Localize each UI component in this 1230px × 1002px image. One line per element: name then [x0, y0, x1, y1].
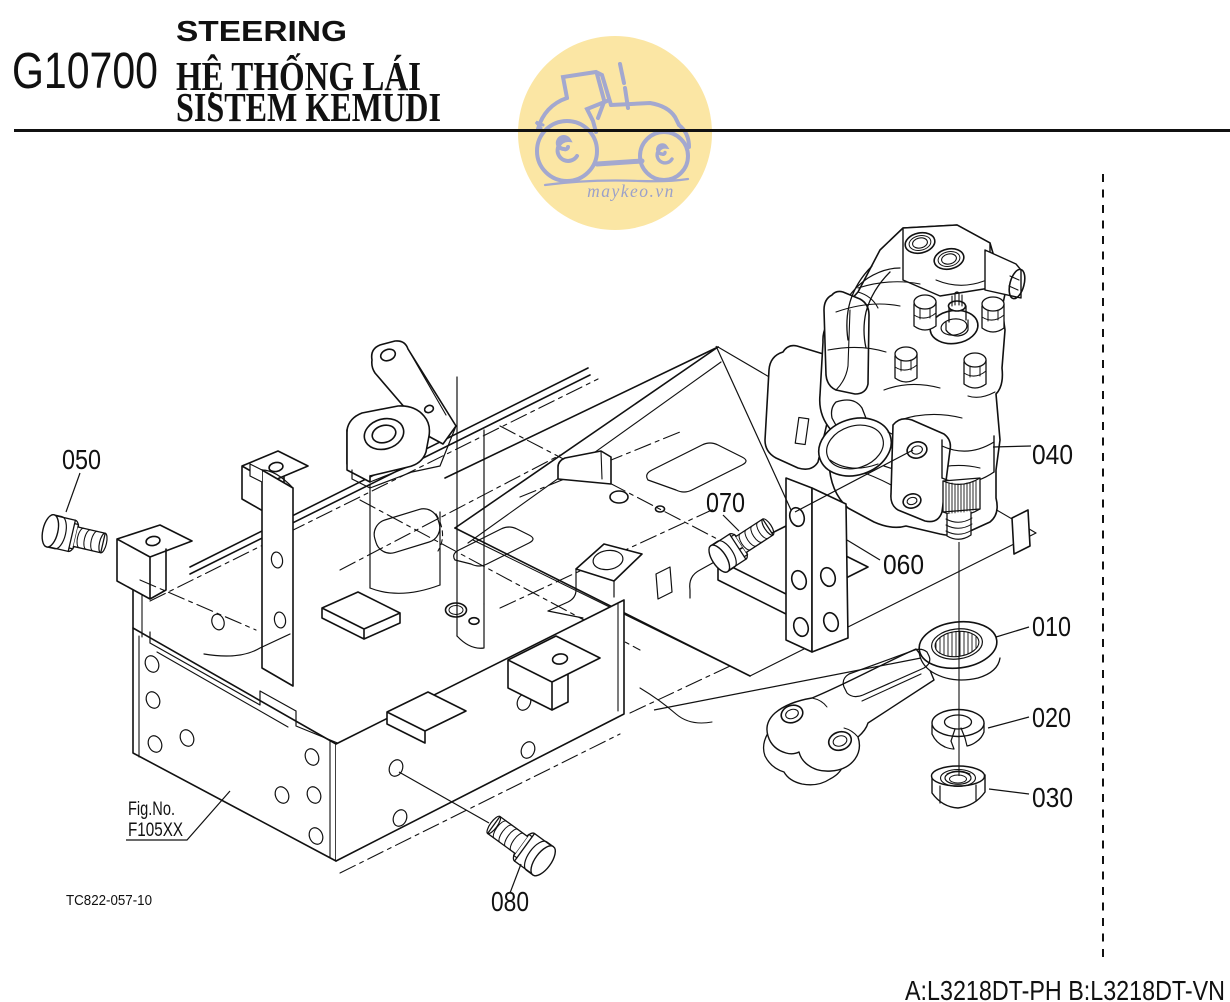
svg-text:G10700: G10700 — [12, 42, 158, 99]
svg-text:050: 050 — [62, 444, 101, 475]
svg-text:040: 040 — [1032, 439, 1073, 470]
svg-text:SISTEM KEMUDI: SISTEM KEMUDI — [176, 84, 441, 130]
svg-text:STEERING: STEERING — [176, 16, 347, 48]
svg-text:F105XX: F105XX — [128, 820, 183, 841]
svg-text:TC822-057-10: TC822-057-10 — [66, 893, 152, 909]
svg-text:A:L3218DT-PH B:L3218DT-VN: A:L3218DT-PH B:L3218DT-VN — [905, 975, 1225, 1002]
svg-text:010: 010 — [1032, 611, 1071, 642]
svg-text:020: 020 — [1032, 702, 1071, 733]
svg-text:030: 030 — [1032, 782, 1073, 813]
svg-text:Fig.No.: Fig.No. — [128, 799, 175, 820]
svg-text:maykeo.vn: maykeo.vn — [587, 181, 675, 201]
svg-text:070: 070 — [706, 487, 745, 518]
svg-text:HỆ THỐNG LÁI: HỆ THỐNG LÁI — [176, 53, 421, 99]
svg-text:080: 080 — [491, 886, 529, 917]
svg-text:060: 060 — [883, 549, 924, 580]
